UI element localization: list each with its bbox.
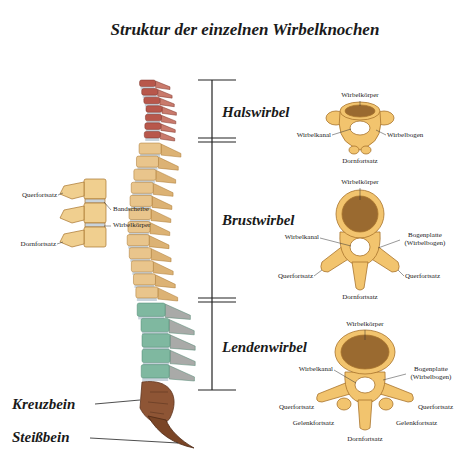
spinous-process: [158, 90, 172, 99]
thoracic-vertebra: [321, 190, 399, 290]
part-label: Dornfortsatz: [347, 436, 382, 444]
spinous-process: [160, 98, 174, 107]
title: Struktur der einzelnen Wirbelknochen: [111, 21, 380, 40]
disc: [137, 298, 157, 301]
part-label: Querfortsatz: [418, 404, 453, 412]
part-label: Dornfortsatz: [342, 158, 377, 166]
vertebral-body: [141, 318, 169, 331]
region-label: Steißbein: [12, 429, 70, 446]
spinous-process: [156, 170, 176, 183]
spinous-process: [155, 275, 175, 288]
spinous-process: [170, 335, 195, 350]
vertebral-body: [142, 334, 170, 347]
spinous-process: [169, 319, 194, 334]
spinous-process: [158, 157, 178, 170]
part-label: Bandscheibe: [113, 206, 149, 214]
part-label: Dornfortsatz: [21, 241, 56, 249]
region-label: Lendenwirbel: [222, 339, 307, 356]
vertebral-body: [137, 303, 165, 316]
spinous-process: [162, 107, 176, 116]
vertebral-body: [133, 274, 155, 285]
part-label: Wirbelkörper: [341, 92, 378, 100]
part-label: Wirbelkanal: [299, 366, 333, 374]
spinous-process: [161, 144, 181, 157]
part-label: Wirbelkanal: [297, 132, 331, 140]
sacrum: [140, 381, 174, 423]
part-label: Wirbelkörper: [113, 222, 150, 230]
region-label: Brustwirbel: [222, 212, 295, 229]
lumbar-vertebra: [317, 330, 414, 430]
spinous-process: [151, 249, 171, 262]
vertebral-body: [127, 235, 149, 246]
part-label: Querfortsatz: [22, 192, 57, 200]
vertebral-body: [136, 287, 158, 298]
part-label: Querfortsatz: [278, 273, 313, 281]
spinous-process: [169, 366, 194, 381]
leader-line: [90, 400, 178, 443]
part-label: Gelenkfortsatz: [293, 420, 334, 428]
spinous-process: [153, 262, 173, 275]
vertebral-body: [141, 365, 169, 378]
vertebral-body: [139, 143, 161, 154]
part-label: Querfortsatz: [279, 404, 314, 412]
part-label: Wirbelkanal: [285, 234, 319, 242]
spine-column: [127, 80, 195, 381]
spinous-process: [153, 183, 173, 196]
part-label: Bogenplatte (Wirbelbogen): [401, 232, 449, 247]
spinous-process: [161, 115, 175, 124]
vertebral-body: [140, 80, 156, 87]
vertebral-body: [145, 123, 161, 130]
vertebral-body: [142, 349, 170, 362]
leader-line: [57, 193, 111, 244]
spinous-process: [156, 81, 170, 90]
spinous-process: [160, 132, 174, 141]
disc: [142, 378, 168, 381]
spinous-process: [165, 304, 190, 319]
region-label: Halswirbel: [222, 104, 290, 121]
vertebral-body: [131, 261, 153, 272]
vertebral-body: [142, 89, 158, 96]
disc: [145, 138, 159, 141]
cervical-vertebra: [326, 102, 394, 154]
spinous-process: [149, 236, 169, 249]
spinous-process: [151, 209, 171, 222]
region-label: Kreuzbein: [12, 396, 75, 413]
vertebral-body: [130, 195, 152, 206]
vertebral-body: [129, 248, 151, 259]
spinous-process: [161, 124, 175, 133]
vertebral-body: [145, 114, 161, 121]
part-label: Wirbelbogen: [387, 132, 423, 140]
vertebral-body: [144, 131, 160, 138]
spinous-process: [150, 223, 170, 236]
part-label: Bogenplatte (Wirbelbogen): [407, 366, 455, 381]
vertebral-body: [146, 106, 162, 113]
inset-vertebrae: [60, 179, 106, 247]
spinous-process: [152, 196, 172, 209]
vertebral-body: [144, 97, 160, 104]
spinous-process: [170, 350, 195, 365]
coccyx: [148, 416, 194, 448]
part-label: Wirbelkörper: [346, 321, 383, 329]
leader-line: [314, 101, 406, 383]
part-label: Gelenkfortsatz: [396, 420, 437, 428]
spinous-process: [158, 288, 178, 301]
part-label: Querfortsatz: [405, 273, 440, 281]
part-label: Dornfortsatz: [342, 294, 377, 302]
vertebral-body: [136, 156, 158, 167]
vertebral-body: [134, 169, 156, 180]
part-label: Wirbelkörper: [341, 179, 378, 187]
vertebral-body: [131, 182, 153, 193]
